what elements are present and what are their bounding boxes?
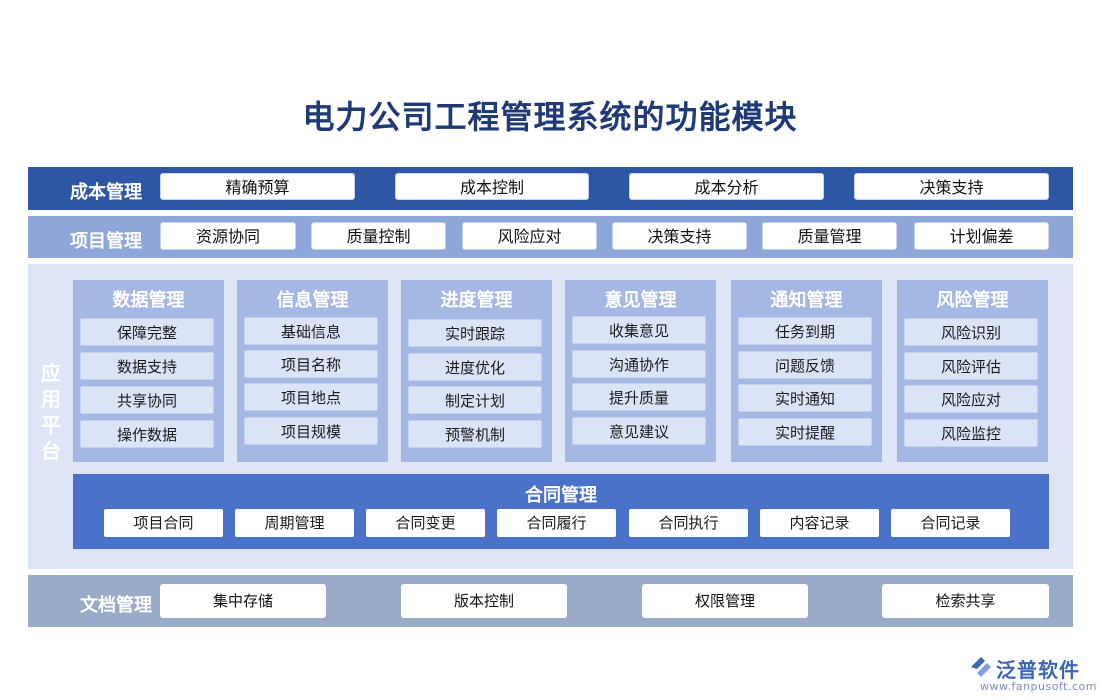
cost-management-label: 成本管理	[70, 182, 142, 203]
module-item: 项目名称	[244, 350, 378, 378]
platform-label-char: 用	[41, 387, 61, 411]
module-item: 实时跟踪	[408, 319, 542, 347]
module-info-management: 信息管理 基础信息 项目名称 项目地点 项目规模	[237, 280, 388, 462]
module-title: 进度管理	[440, 290, 513, 311]
contract-item: 合同执行	[629, 509, 748, 537]
module-title: 信息管理	[276, 290, 349, 311]
module-item: 共享协同	[80, 386, 214, 414]
project-management-label: 项目管理	[70, 231, 142, 252]
project-item-5: 质量管理	[762, 222, 897, 250]
module-item: 制定计划	[408, 386, 542, 414]
contract-management-block: 合同管理 项目合同 周期管理 合同变更 合同履行 合同执行 内容记录 合同记录	[73, 474, 1049, 549]
module-item: 任务到期	[738, 317, 872, 345]
module-item: 数据支持	[80, 352, 214, 380]
cost-item-1: 精确预算	[160, 173, 355, 200]
module-item: 风险监控	[904, 419, 1038, 447]
module-title: 风险管理	[936, 290, 1009, 311]
module-item: 预警机制	[408, 420, 542, 448]
project-item-1: 资源协同	[160, 222, 296, 250]
contract-item: 合同变更	[366, 509, 485, 537]
module-item: 项目地点	[244, 383, 378, 411]
doc-item-1: 集中存储	[160, 584, 326, 618]
module-notice-management: 通知管理 任务到期 问题反馈 实时通知 实时提醒	[731, 280, 882, 462]
brand-logo: 泛普软件 www.fanpusoft.com	[968, 652, 1096, 696]
application-platform-label: 应 用 平 台	[40, 360, 62, 464]
project-item-4: 决策支持	[612, 222, 747, 250]
platform-label-char: 平	[41, 413, 61, 437]
logo-name: 泛普软件	[996, 658, 1080, 682]
cost-item-4: 决策支持	[854, 173, 1049, 200]
module-item: 问题反馈	[738, 351, 872, 379]
platform-label-char: 应	[41, 361, 61, 385]
contract-item: 合同记录	[891, 509, 1010, 537]
module-item: 操作数据	[80, 420, 214, 448]
module-item: 基础信息	[244, 317, 378, 345]
module-item: 实时通知	[738, 384, 872, 412]
module-risk-management: 风险管理 风险识别 风险评估 风险应对 风险监控	[897, 280, 1048, 462]
contract-item: 项目合同	[104, 509, 223, 537]
module-title: 数据管理	[112, 290, 185, 311]
contract-management-title: 合同管理	[525, 485, 597, 506]
module-title: 意见管理	[604, 290, 677, 311]
doc-item-4: 检索共享	[882, 584, 1049, 618]
module-item: 保障完整	[80, 318, 214, 346]
page-title: 电力公司工程管理系统的功能模块	[302, 98, 798, 136]
module-progress-management: 进度管理 实时跟踪 进度优化 制定计划 预警机制	[401, 280, 552, 462]
module-opinion-management: 意见管理 收集意见 沟通协作 提升质量 意见建议	[565, 280, 716, 462]
logo-url: www.fanpusoft.com	[980, 680, 1097, 693]
module-item: 沟通协作	[572, 350, 706, 378]
module-title: 通知管理	[770, 290, 843, 311]
project-item-6: 计划偏差	[914, 222, 1049, 250]
module-item: 风险应对	[904, 385, 1038, 413]
contract-item: 周期管理	[235, 509, 354, 537]
module-item: 进度优化	[408, 353, 542, 381]
module-item: 意见建议	[572, 417, 706, 445]
project-management-band: 项目管理 资源协同 质量控制 风险应对 决策支持 质量管理 计划偏差	[28, 216, 1073, 258]
module-data-management: 数据管理 保障完整 数据支持 共享协同 操作数据	[73, 280, 224, 462]
module-item: 风险评估	[904, 352, 1038, 380]
module-item: 收集意见	[572, 316, 706, 344]
module-item: 项目规模	[244, 417, 378, 445]
module-item: 实时提醒	[738, 418, 872, 446]
project-item-3: 风险应对	[462, 222, 597, 250]
platform-label-char: 台	[41, 439, 61, 463]
cost-management-band: 成本管理 精确预算 成本控制 成本分析 决策支持	[28, 167, 1073, 210]
cost-item-3: 成本分析	[629, 173, 824, 200]
project-item-2: 质量控制	[311, 222, 446, 250]
module-item: 提升质量	[572, 383, 706, 411]
contract-item: 合同履行	[497, 509, 616, 537]
module-item: 风险识别	[904, 318, 1038, 346]
cost-item-2: 成本控制	[395, 173, 589, 200]
logo-mark-icon	[971, 657, 991, 677]
doc-item-3: 权限管理	[642, 584, 808, 618]
document-management-label: 文档管理	[80, 595, 152, 616]
doc-item-2: 版本控制	[401, 584, 567, 618]
contract-item: 内容记录	[760, 509, 879, 537]
application-platform-band: 应 用 平 台 数据管理 保障完整 数据支持 共享协同 操作数据 信息管理 基础…	[28, 264, 1073, 569]
document-management-band: 文档管理 集中存储 版本控制 权限管理 检索共享	[28, 575, 1073, 627]
